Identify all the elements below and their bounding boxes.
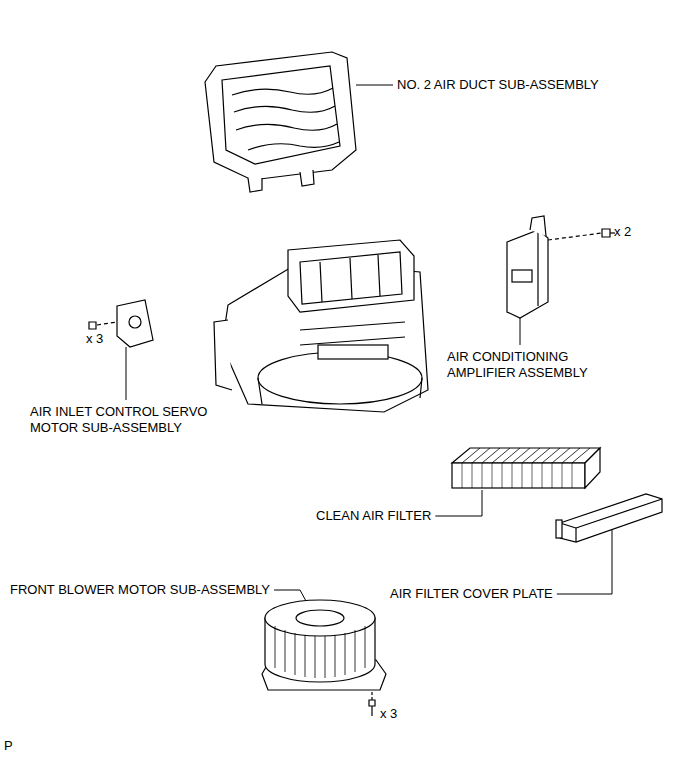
leader-line: [126, 347, 127, 400]
quantity-label: x 3: [380, 706, 397, 722]
part-label: FRONT BLOWER MOTOR SUB-ASSEMBLY: [10, 582, 270, 598]
leader-line: [557, 530, 612, 594]
leader-line: [435, 490, 482, 516]
quantity-label: x 3: [86, 331, 103, 347]
part-label: AIR CONDITIONING AMPLIFIER ASSEMBLY: [447, 349, 617, 381]
blower-motor-drawing: [262, 600, 386, 716]
leader-line: [274, 590, 306, 601]
air-conditioning-unit-drawing: [214, 240, 428, 412]
part-label: AIR FILTER COVER PLATE: [390, 586, 553, 602]
figure-code: P: [4, 738, 13, 754]
amplifier-drawing: [507, 216, 615, 318]
part-label: NO. 2 AIR DUCT SUB-ASSEMBLY: [397, 77, 599, 93]
leader-line: [356, 85, 393, 86]
leader-line: [520, 318, 521, 345]
air-duct-drawing: [205, 52, 356, 192]
quantity-label: x 2: [614, 224, 631, 240]
part-label: AIR INLET CONTROL SERVO MOTOR SUB-ASSEMB…: [30, 404, 240, 436]
cover-plate-drawing: [556, 494, 662, 542]
air-filter-drawing: [452, 448, 600, 488]
part-label: CLEAN AIR FILTER: [316, 508, 431, 524]
